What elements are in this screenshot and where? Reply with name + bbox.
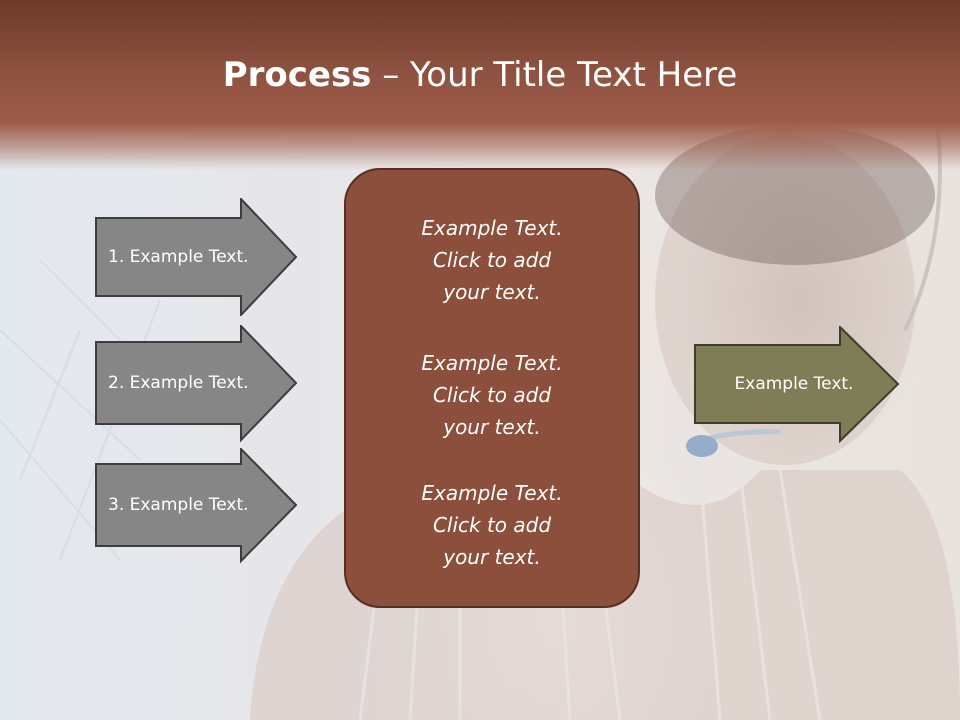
left-arrow-1-label: 1. Example Text. xyxy=(108,247,249,267)
left-arrow-2-shape xyxy=(95,325,298,443)
right-arrow-shape xyxy=(694,326,900,444)
center-text-block-1-line-1: Example Text. xyxy=(421,216,563,240)
left-arrow-3-label: 3. Example Text. xyxy=(108,495,249,515)
left-arrow-1[interactable]: 1. Example Text. xyxy=(95,198,298,316)
left-arrow-2-label: 2. Example Text. xyxy=(108,373,249,393)
center-text-block-1-line-3: your text. xyxy=(443,280,541,304)
left-arrow-2[interactable]: 2. Example Text. xyxy=(95,325,298,443)
center-text-block-2-line-1: Example Text. xyxy=(421,351,563,375)
title-rest: – Your Title Text Here xyxy=(371,55,738,95)
center-text-block-1-line-2: Click to add xyxy=(432,248,552,272)
center-text-block-3-line-3: your text. xyxy=(443,545,541,569)
center-text-block-2: Example Text. Click to add your text. xyxy=(344,347,640,443)
center-text-block-3: Example Text. Click to add your text. xyxy=(344,477,640,573)
left-arrow-1-shape xyxy=(95,198,298,316)
left-arrow-3-shape xyxy=(95,448,298,564)
center-text-box[interactable] xyxy=(344,168,640,608)
right-arrow-label: Example Text. xyxy=(734,374,854,394)
title-bold: Process xyxy=(222,55,372,95)
center-text-block-3-line-2: Click to add xyxy=(432,513,552,537)
left-arrow-3[interactable]: 3. Example Text. xyxy=(95,448,298,566)
center-text-block-2-line-3: your text. xyxy=(443,415,541,439)
slide-title[interactable]: Process – Your Title Text Here xyxy=(0,52,960,98)
center-text-block-2-line-2: Click to add xyxy=(432,383,552,407)
center-text-block-3-line-1: Example Text. xyxy=(421,481,563,505)
center-text-block-1: Example Text. Click to add your text. xyxy=(344,212,640,308)
right-arrow[interactable]: Example Text. xyxy=(694,326,900,444)
title-band xyxy=(0,0,960,170)
